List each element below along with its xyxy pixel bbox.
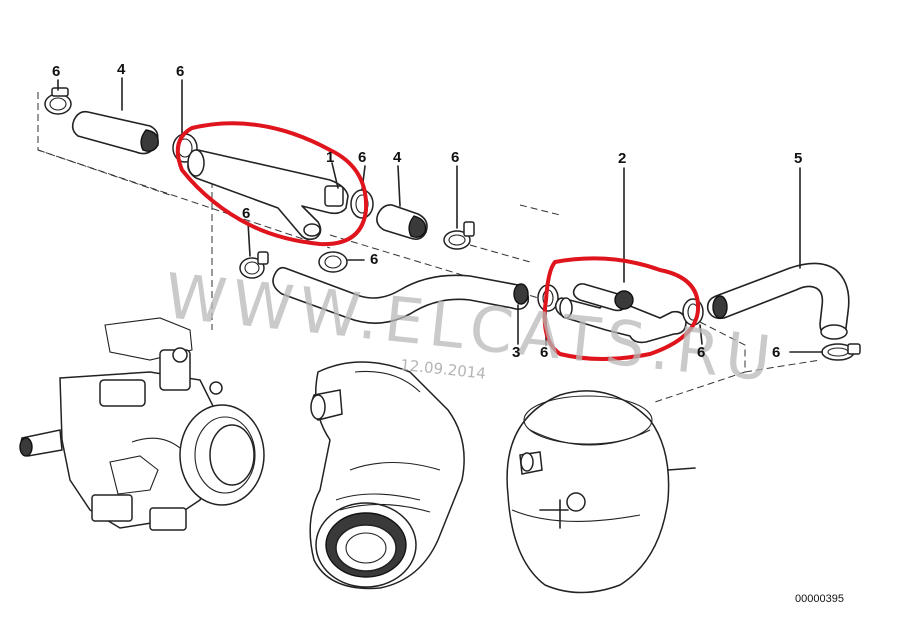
long-hose-part-3 bbox=[272, 266, 530, 345]
part-label-hose-middle: 4 bbox=[393, 149, 402, 166]
part-label-clamp-near-pipe-1: 6 bbox=[176, 63, 184, 80]
part-label-clamp-top-left: 6 bbox=[52, 63, 60, 80]
valve-part-2 bbox=[554, 167, 687, 344]
part-label-clamp-below-pipe-1: 6 bbox=[242, 205, 250, 222]
clamp-below-pipe-1 bbox=[239, 221, 269, 279]
part-label-clamp-middle-right: 6 bbox=[451, 149, 459, 166]
clamp-middle-right bbox=[443, 165, 475, 250]
curved-hose-part-5 bbox=[706, 167, 850, 340]
part-label-clamp-bottom-right: 6 bbox=[772, 344, 780, 361]
intake-boot bbox=[309, 361, 465, 590]
highlight-circle-pipe-1 bbox=[175, 121, 369, 247]
part-label-pipe-1: 1 bbox=[326, 149, 334, 166]
part-label-clamp-below-pipe-1-right: 6 bbox=[370, 251, 378, 268]
hose-top-left bbox=[71, 77, 159, 155]
throttle-body bbox=[19, 317, 265, 531]
part-label-hose-3: 3 bbox=[512, 344, 520, 361]
clamp-below-pipe-1-right bbox=[318, 251, 365, 273]
highlight-marks bbox=[175, 121, 701, 361]
hose-middle bbox=[376, 165, 428, 240]
part-label-clamp-right-of-pipe-1: 6 bbox=[358, 149, 366, 166]
part-number-labels: 6 4 6 1 6 4 6 6 6 2 5 3 6 6 6 bbox=[52, 61, 802, 361]
part-label-clamp-right-of-pipe-2: 6 bbox=[697, 344, 705, 361]
clamp-top-left bbox=[44, 79, 72, 115]
clamp-right-of-pipe-1 bbox=[350, 165, 374, 219]
part-label-hose-top-left: 4 bbox=[117, 61, 126, 78]
y-pipe-part-1 bbox=[187, 149, 349, 241]
part-label-hose-5: 5 bbox=[794, 150, 802, 167]
part-label-pipe-2: 2 bbox=[618, 150, 626, 167]
part-label-clamp-left-of-pipe-2: 6 bbox=[540, 344, 548, 361]
diagram-reference-code: 00000395 bbox=[795, 593, 844, 605]
brake-booster bbox=[506, 390, 696, 594]
clamp-bottom-right bbox=[789, 343, 861, 361]
highlight-circle-pipe-2 bbox=[542, 256, 701, 361]
